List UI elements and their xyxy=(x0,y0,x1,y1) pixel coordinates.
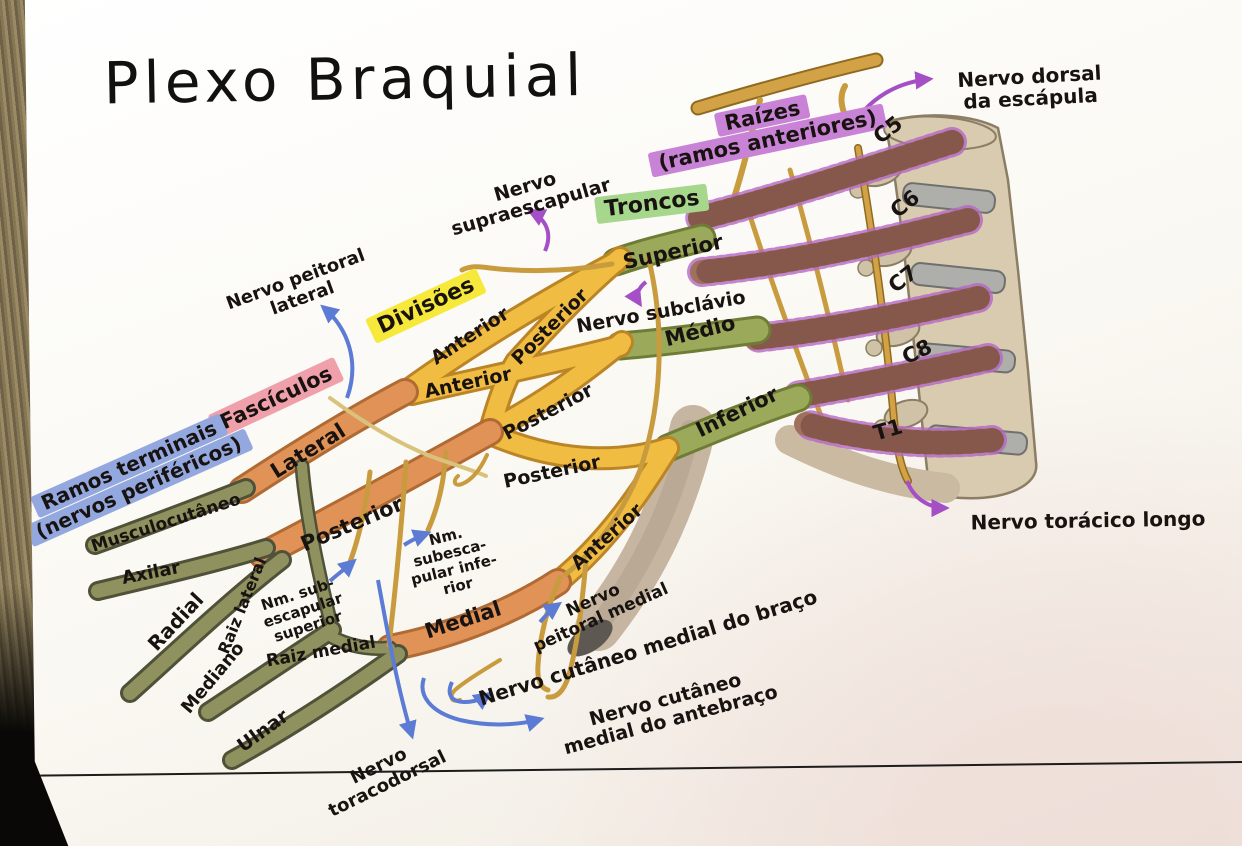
arrow-nervo-peitoral-lateral xyxy=(320,304,355,399)
arrow-nervo-peitoral-medial xyxy=(538,601,562,624)
arrow-nervo-toracodorsal xyxy=(376,579,417,740)
page-title: Plexo Braquial xyxy=(103,41,587,118)
nervo-dorsal-escapula-label: Nervo dorsal da escápula xyxy=(956,60,1102,114)
arrow-nervo-supraescapular xyxy=(526,209,551,252)
arrow-subescapular-inferior xyxy=(402,529,432,547)
arrow-nervo-subclavio xyxy=(624,280,648,308)
arrow-cutaneo-medial-braco xyxy=(447,681,492,711)
arrow-cutaneo-medial-antebraco xyxy=(420,677,545,732)
arrow-nervo-toracico-longo xyxy=(905,480,950,518)
arrow-subescapular-superior xyxy=(328,558,357,583)
fascicles-orange xyxy=(228,378,572,662)
nervo-toracico-longo-label: Nervo torácico longo xyxy=(970,506,1206,535)
roots-c5-t1 xyxy=(685,127,1007,458)
terminal-branches-olive xyxy=(85,458,408,770)
blue-arrows xyxy=(320,304,562,740)
